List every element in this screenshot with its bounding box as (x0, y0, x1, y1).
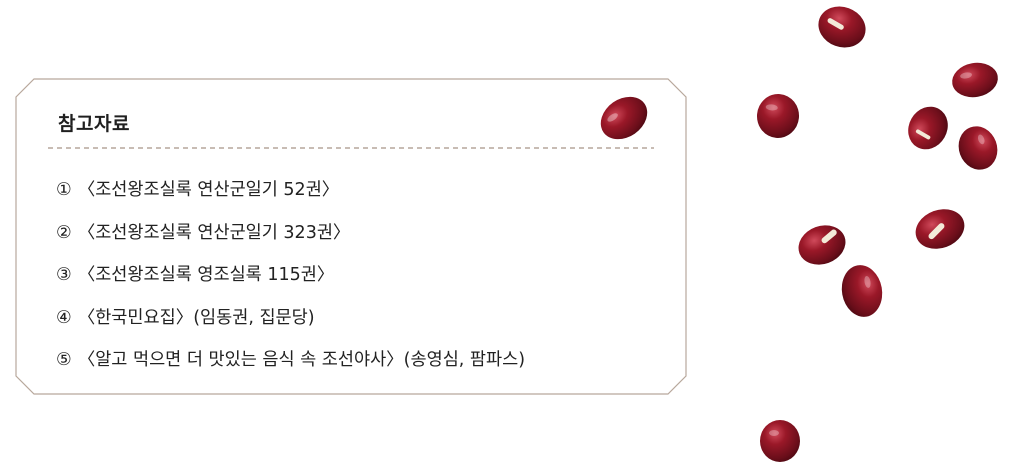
red-bean-icon (600, 96, 648, 140)
card-title: 참고자료 (58, 113, 130, 135)
reference-list: ①〈조선왕조실록 연산군일기 52권〉 ②〈조선왕조실록 연산군일기 323권〉… (56, 169, 525, 382)
reference-text: 〈알고 먹으면 더 맛있는 음식 속 조선야사〉(송영심, 팜파스) (77, 350, 526, 370)
reference-number: ① (56, 180, 72, 200)
reference-item-1: ①〈조선왕조실록 연산군일기 52권〉 (56, 169, 525, 212)
reference-text: 〈조선왕조실록 연산군일기 323권〉 (77, 222, 351, 243)
reference-item-3: ③〈조선왕조실록 영조실록 115권〉 (56, 254, 525, 297)
reference-number: ② (56, 222, 72, 243)
card-border (15, 78, 687, 395)
reference-number: ⑤ (56, 350, 72, 370)
reference-text: 〈조선왕조실록 연산군일기 52권〉 (77, 180, 340, 200)
reference-text: 〈조선왕조실록 영조실록 115권〉 (77, 265, 335, 285)
reference-number: ③ (56, 265, 72, 285)
reference-item-4: ④〈한국민요집〉(임동권, 집문당) (56, 297, 525, 340)
reference-text: 〈한국민요집〉(임동권, 집문당) (77, 307, 315, 328)
reference-number: ④ (56, 307, 72, 328)
reference-item-2: ②〈조선왕조실록 연산군일기 323권〉 (56, 212, 525, 255)
reference-item-5: ⑤〈알고 먹으면 더 맛있는 음식 속 조선야사〉(송영심, 팜파스) (56, 339, 525, 382)
